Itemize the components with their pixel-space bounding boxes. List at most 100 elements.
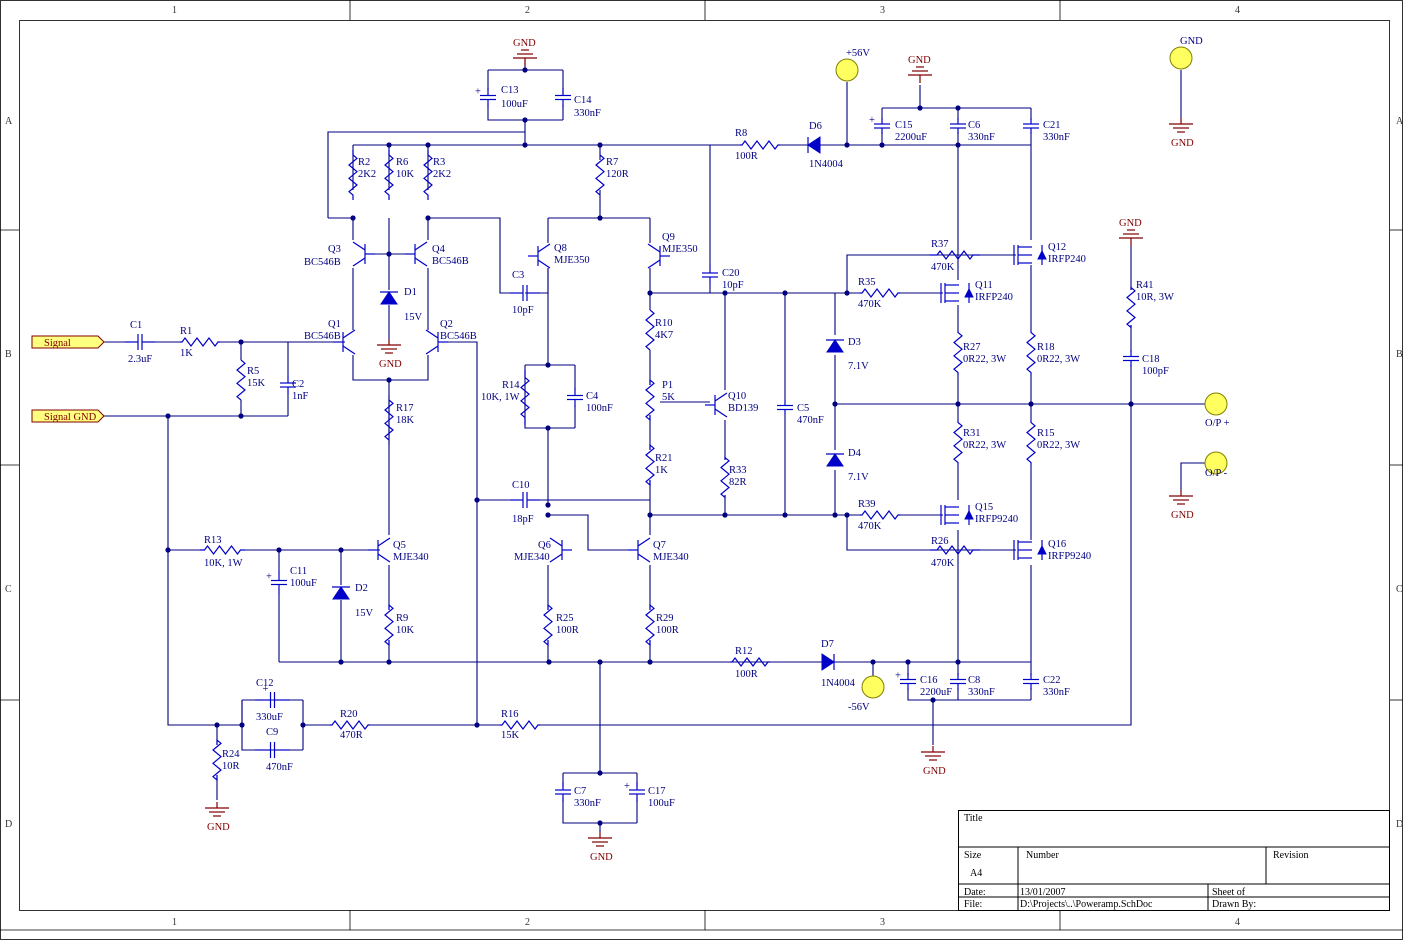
tb-number-label: Number <box>1026 850 1059 861</box>
wire <box>562 798 637 824</box>
gnd-output-neg: GND <box>1169 490 1194 521</box>
capacitor-c18 <box>1123 350 1139 367</box>
ref-C15: C15 <box>895 120 913 131</box>
resistor-r8 <box>740 140 780 150</box>
transistor-q7 <box>628 537 651 563</box>
ref-C18: C18 <box>1142 354 1160 365</box>
capacitor-c17: + <box>624 781 645 802</box>
val-R6: 10K <box>396 169 415 180</box>
wire <box>540 404 1132 726</box>
resistor-r20 <box>330 720 370 730</box>
wire <box>524 365 575 429</box>
mosfet-q16 <box>1013 540 1047 560</box>
junction-dot <box>930 697 936 703</box>
val-C16: 2200uF <box>920 687 952 698</box>
val-Q12: IRFP240 <box>1048 254 1086 265</box>
val-C8: 330nF <box>968 687 995 698</box>
signal-port[interactable]: Signal <box>31 335 105 349</box>
grid-row-c: C <box>5 584 12 595</box>
ref-Q2: Q2 <box>440 319 453 330</box>
gnd-top-c15-label: GND <box>908 55 931 66</box>
ref-R20: R20 <box>340 709 358 720</box>
tb-title-label: Title <box>964 813 983 824</box>
val-C17: 100uF <box>648 798 675 809</box>
ref-Q15: Q15 <box>975 502 993 513</box>
ref-Q4: Q4 <box>432 244 446 255</box>
val-C12: 330uF <box>256 712 283 723</box>
capacitor-c4 <box>567 388 583 407</box>
val-Q7: MJE340 <box>653 552 689 563</box>
val-C18: 100pF <box>1142 366 1169 377</box>
ref-R7: R7 <box>606 157 618 168</box>
grid-col-1-top: 1 <box>172 5 177 16</box>
ref-D4: D4 <box>848 448 862 459</box>
val-D2: 15V <box>355 608 374 619</box>
val-C6: 330nF <box>968 132 995 143</box>
wire <box>167 416 242 726</box>
transistor-q4 <box>405 241 428 267</box>
val-R12: 100R <box>735 669 758 680</box>
wire <box>241 341 289 375</box>
resistor-r29 <box>645 603 655 647</box>
capacitor-c5 <box>777 400 793 415</box>
val-R35: 470K <box>858 299 882 310</box>
ref-R29: R29 <box>656 613 674 624</box>
tb-size-label: Size <box>964 850 982 861</box>
ref-Q7: Q7 <box>653 540 666 551</box>
signal-gnd-port[interactable]: Signal GND <box>31 409 105 423</box>
val-R37: 470K <box>931 262 955 273</box>
ref-C22: C22 <box>1043 675 1061 686</box>
val-Q1: BC546B <box>304 331 341 342</box>
gnd-top-c13-label: GND <box>513 38 536 49</box>
ref-Q10: Q10 <box>728 391 746 402</box>
transistor-q9 <box>647 243 670 269</box>
val-R26: 470K <box>931 558 955 569</box>
grid-col-2-bottom: 2 <box>525 917 530 928</box>
gnd-top-c13: GND <box>513 38 537 66</box>
ref-C10: C10 <box>512 480 530 491</box>
pos-rail-label: +56V <box>846 48 870 59</box>
val-C20: 10pF <box>722 280 744 291</box>
ref-C14: C14 <box>574 95 592 106</box>
ref-Q6: Q6 <box>538 540 551 551</box>
ref-D1: D1 <box>404 287 417 298</box>
resistor-r18 <box>1026 330 1036 375</box>
wire <box>525 268 549 294</box>
val-R2: 2K2 <box>358 169 376 180</box>
svg-text:+: + <box>869 115 875 126</box>
wire <box>428 217 510 294</box>
tb-file-label: File: <box>964 899 982 910</box>
resistor-r3 <box>423 150 433 200</box>
resistor-r26 <box>930 545 980 555</box>
wire <box>548 514 638 551</box>
val-R31: 0R22, 3W <box>963 440 1006 451</box>
junction-dot <box>522 67 528 73</box>
val-R24: 10R <box>222 761 240 772</box>
resistor-r9 <box>384 603 394 647</box>
ref-C6: C6 <box>968 120 980 131</box>
grid-row-a: A <box>5 116 13 127</box>
junction-dot <box>545 425 551 431</box>
gnd-terminal: GND <box>1169 36 1203 70</box>
val-Q8: MJE350 <box>554 255 590 266</box>
resistor-r31 <box>953 420 963 465</box>
resistor-r13 <box>200 545 245 555</box>
ref-Q8: Q8 <box>554 243 567 254</box>
mosfet-q15 <box>940 505 974 525</box>
val-Q2: BC546B <box>440 331 477 342</box>
ref-C7: C7 <box>574 786 586 797</box>
neg-rail-label: -56V <box>848 702 870 713</box>
val-C21: 330nF <box>1043 132 1070 143</box>
ref-R18: R18 <box>1037 342 1055 353</box>
tb-date-value: 13/01/2007 <box>1020 887 1066 898</box>
ref-C13: C13 <box>501 85 519 96</box>
title-block: Title Size A4 Number Revision Date: 13/0… <box>958 810 1390 911</box>
svg-text:+: + <box>266 572 272 583</box>
val-R39: 470K <box>858 521 882 532</box>
junction-dot <box>386 142 392 148</box>
wire <box>241 700 303 751</box>
val-R15: 0R22, 3W <box>1037 440 1080 451</box>
gnd-top-c15: GND <box>908 55 932 83</box>
grid-labels: 1 2 3 4 1 2 3 4 A B C D A B C D <box>5 5 1403 928</box>
resistor-r21 <box>645 443 655 487</box>
